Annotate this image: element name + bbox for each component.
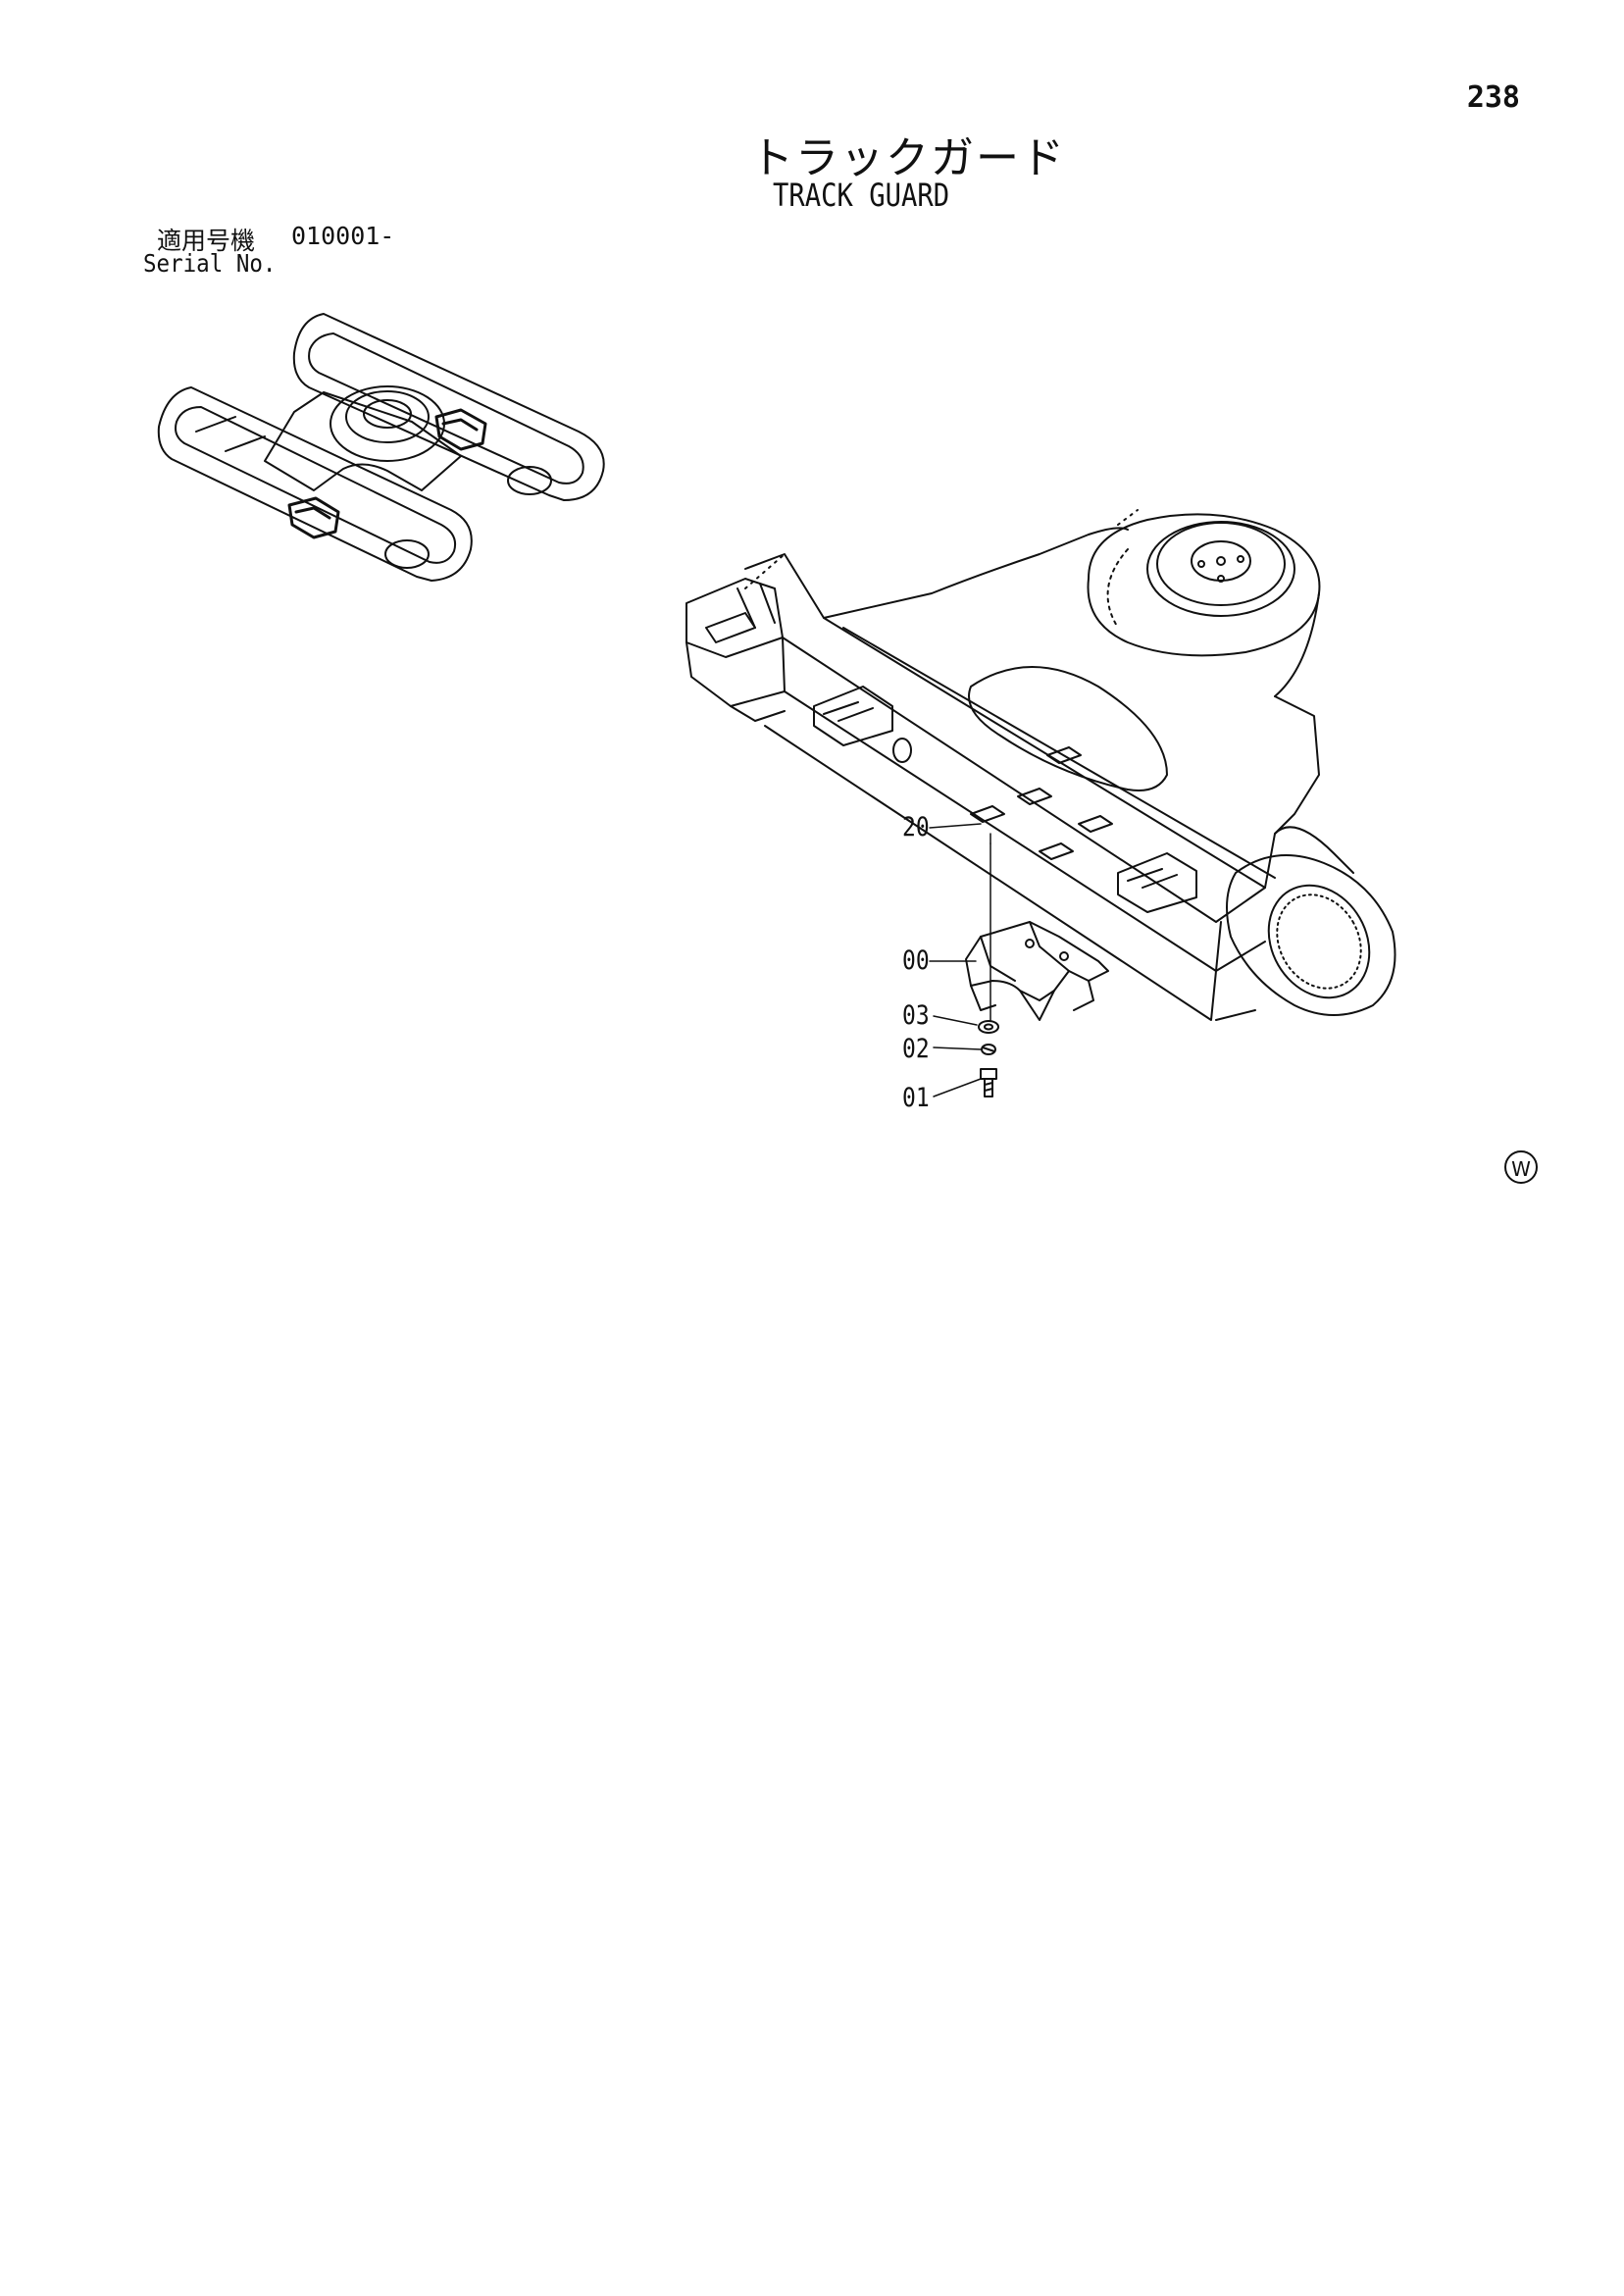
page-number: 238 [1466,80,1520,115]
callout-01: 01 [902,1083,930,1113]
spring-washer-02 [981,1044,996,1055]
page-title: TRACK GUARD [773,177,950,214]
serial-range: 010001- [291,222,395,250]
callout-20: 20 [902,812,930,842]
leader-02 [933,1046,982,1050]
leader-01 [933,1078,982,1097]
leader-20 [929,823,982,829]
serial-label: Serial No. [143,249,277,278]
watermark-w-circle: W [1504,1150,1538,1184]
callout-00: 00 [902,945,930,976]
track-guard-part [965,921,1109,1021]
undercarriage-overview [157,313,605,582]
callout-03: 03 [902,1000,930,1031]
callout-02: 02 [902,1034,930,1064]
leader-03 [933,1015,978,1026]
washer-03 [978,1020,999,1034]
page-title-japanese: トラックガード [750,133,1066,183]
serial-label-japanese: 適用号機 [157,227,256,255]
track-frame-drawing [685,509,1396,1021]
bolt-01 [980,1068,997,1097]
